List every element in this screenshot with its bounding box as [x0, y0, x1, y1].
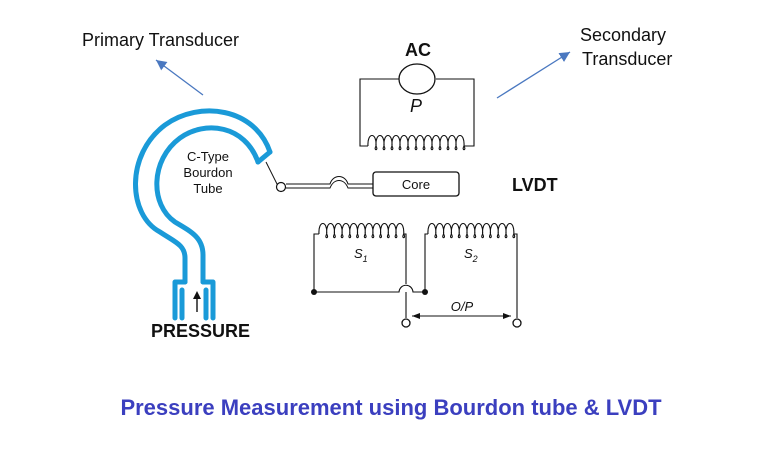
pivot-joint: [275, 181, 287, 193]
secondary-coil-s1: [318, 222, 406, 239]
ac-label: AC: [405, 40, 431, 60]
core-label: Core: [402, 177, 430, 192]
bourdon-tube: [133, 108, 273, 321]
output-arrow-right: [503, 313, 511, 319]
secondary-transducer-label-line1: Secondary: [580, 25, 666, 45]
ac-source: [398, 63, 436, 95]
bourdon-label-line1: C-Type: [187, 149, 229, 164]
secondary-transducer-label-line2: Transducer: [582, 49, 672, 69]
secondary-wiring: [313, 233, 518, 318]
pressure-arrowhead: [193, 291, 201, 299]
pressure-label: PRESSURE: [151, 321, 250, 341]
bourdon-label-line2: Bourdon: [183, 165, 232, 180]
s1-label: S1: [354, 246, 368, 264]
output-arrow-left: [412, 313, 420, 319]
primary-transducer-label: Primary Transducer: [82, 30, 239, 50]
core-box: [372, 171, 460, 197]
tube-tip-link: [265, 161, 279, 187]
s2-label: S2: [464, 246, 478, 264]
output-terminal-left: [401, 318, 411, 328]
output-terminal-right: [512, 318, 522, 328]
primary-pointer-arrow: [155, 59, 204, 96]
secondary-coil-s2: [427, 222, 516, 239]
primary-coil-label: P: [410, 96, 422, 116]
core-rod: [286, 175, 373, 185]
lvdt-label: LVDT: [512, 175, 558, 195]
junction-dot-right: [422, 289, 428, 295]
primary-circuit-wire: [359, 78, 475, 147]
output-label: O/P: [451, 299, 474, 314]
secondary-pointer-arrow: [496, 51, 571, 99]
junction-dot-left: [311, 289, 317, 295]
core-rod-lower: [286, 180, 373, 189]
figure-caption: Pressure Measurement using Bourdon tube …: [120, 395, 662, 420]
primary-coil: [367, 134, 466, 151]
bourdon-label-line3: Tube: [193, 181, 222, 196]
